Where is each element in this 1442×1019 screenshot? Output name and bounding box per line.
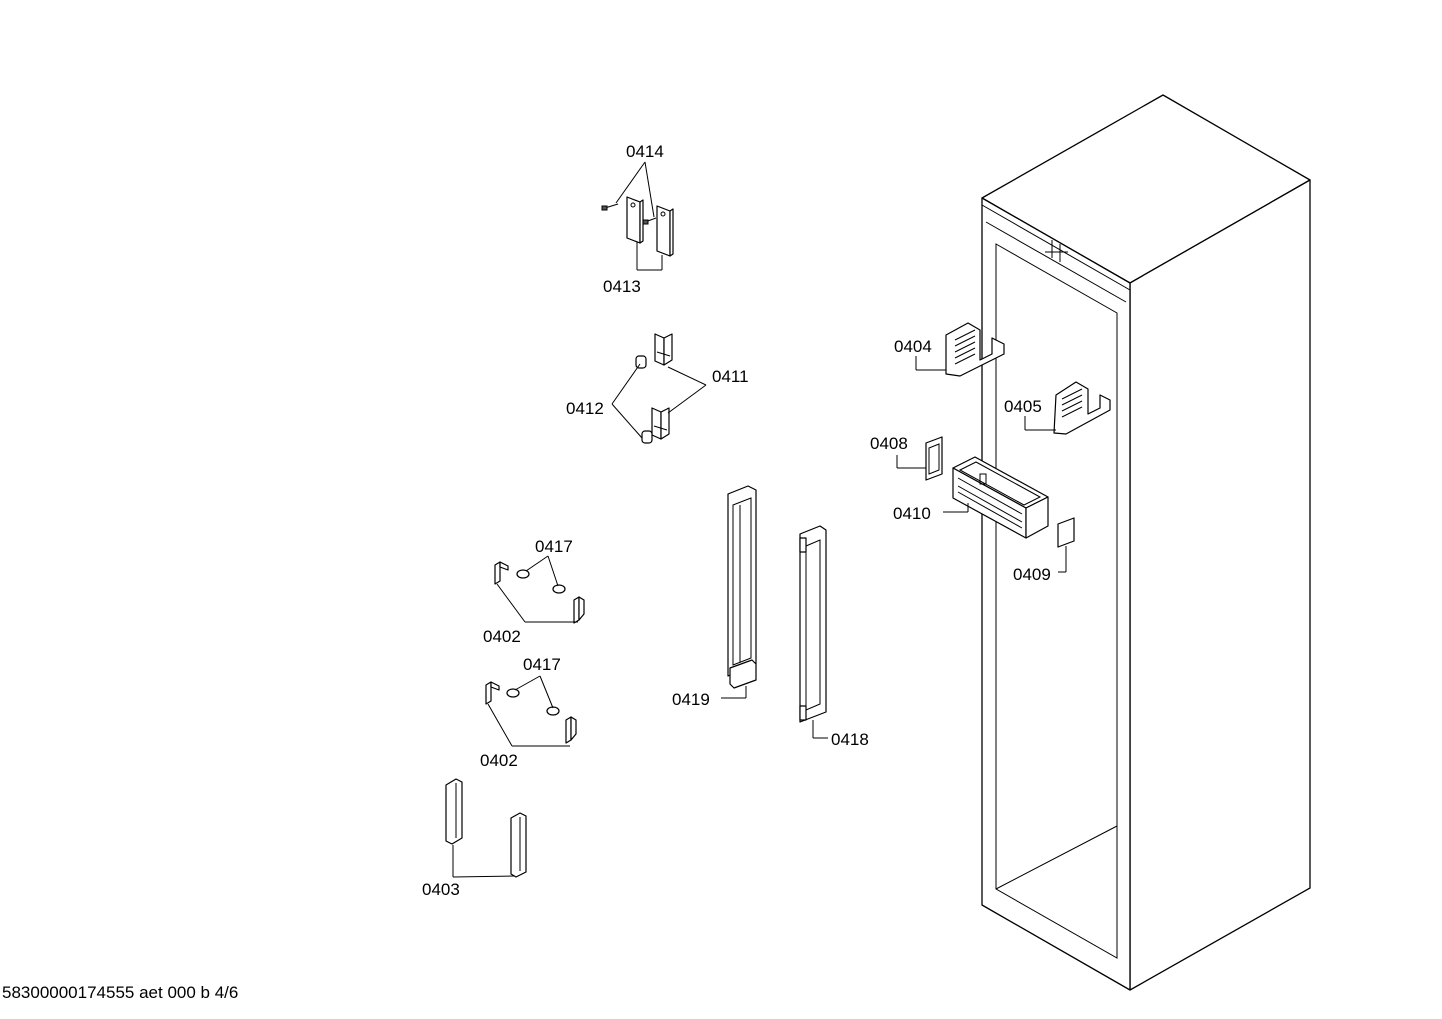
label-0414: 0414 bbox=[626, 142, 664, 161]
label-0411: 0411 bbox=[712, 367, 749, 386]
label-0417-upper: 0417 bbox=[535, 537, 573, 556]
label-0412: 0412 bbox=[566, 399, 604, 418]
label-0405: 0405 bbox=[1004, 397, 1042, 416]
part-0405-support bbox=[1024, 381, 1111, 435]
part-0409-cover bbox=[1057, 517, 1075, 573]
label-0413: 0413 bbox=[603, 277, 641, 296]
label-0410: 0410 bbox=[893, 504, 931, 523]
part-0411-brackets bbox=[651, 333, 707, 440]
part-0419-handle bbox=[721, 485, 757, 699]
part-0402-brackets-upper bbox=[494, 561, 585, 624]
label-0403: 0403 bbox=[422, 880, 460, 899]
label-0402-upper: 0402 bbox=[483, 627, 521, 646]
label-0418: 0418 bbox=[831, 730, 869, 749]
part-0414-screws bbox=[601, 161, 657, 225]
label-0409: 0409 bbox=[1013, 565, 1051, 584]
part-0413-plates bbox=[626, 196, 674, 271]
footer-document-code: 58300000174555 aet 000 b 4/6 bbox=[2, 983, 238, 1002]
label-0408: 0408 bbox=[870, 434, 908, 453]
part-0402-brackets-lower bbox=[485, 681, 577, 747]
part-0412-clips bbox=[611, 355, 653, 444]
refrigerator-cabinet bbox=[981, 94, 1311, 991]
part-0410-housing bbox=[943, 456, 1049, 539]
label-0402-lower: 0402 bbox=[480, 751, 518, 770]
part-0408-cover bbox=[896, 436, 943, 481]
part-0403-brackets bbox=[445, 778, 527, 878]
part-0404-support bbox=[915, 322, 1005, 377]
part-0418-handle bbox=[799, 525, 828, 739]
label-0404: 0404 bbox=[894, 337, 932, 356]
label-0419: 0419 bbox=[672, 690, 710, 709]
part-0417-buffers-upper bbox=[516, 555, 566, 594]
part-0417-buffers-lower bbox=[506, 675, 560, 716]
label-0417-lower: 0417 bbox=[523, 655, 561, 674]
